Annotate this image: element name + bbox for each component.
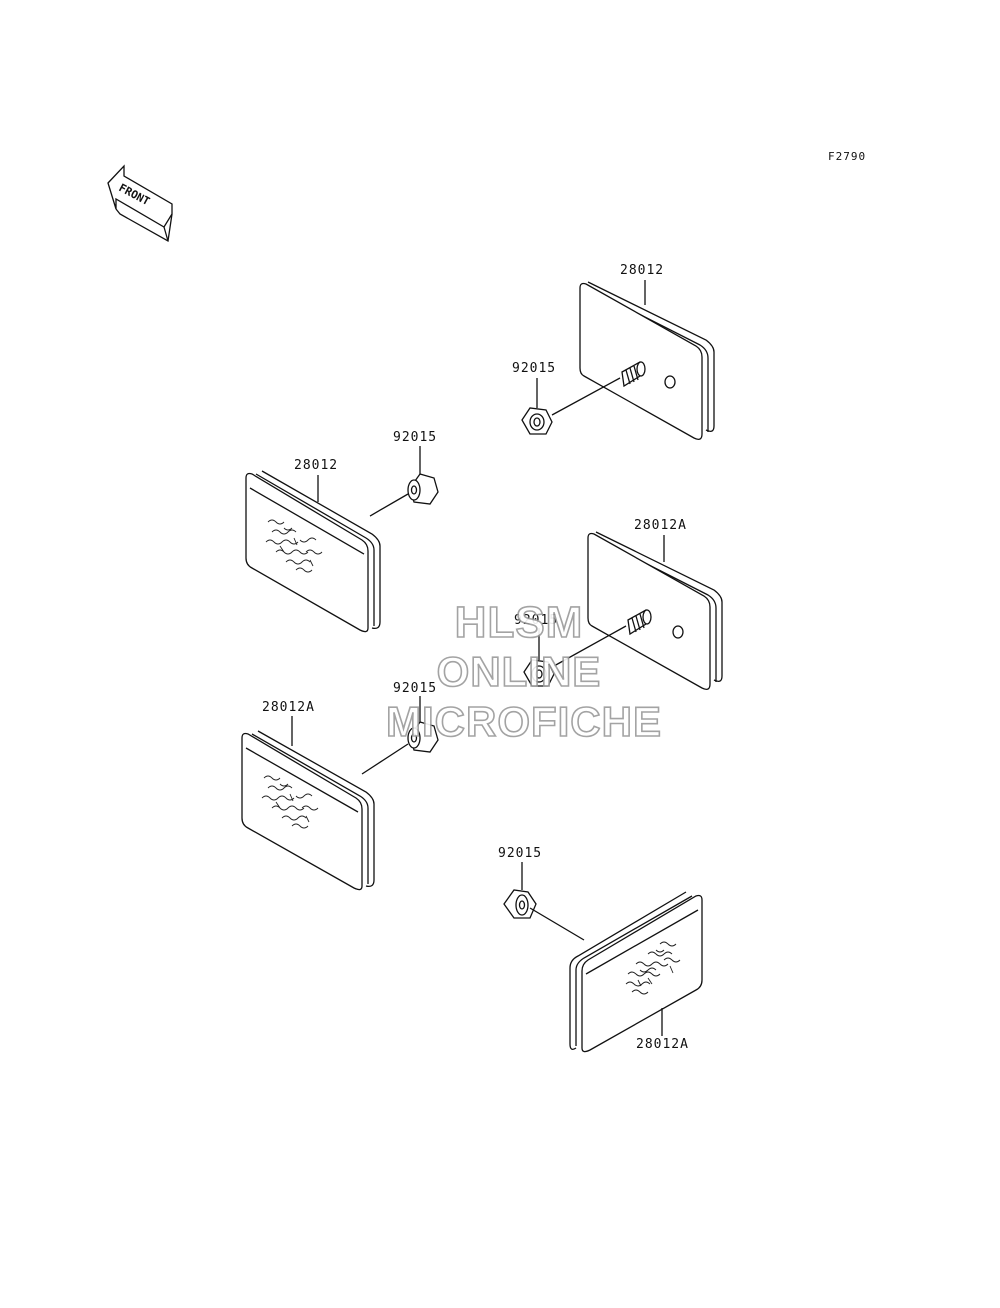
threaded-stud-icon — [627, 609, 652, 636]
reflector-28012A-bottom-right — [569, 891, 703, 1053]
label-28012A-bottom-right: 28012A — [636, 1037, 689, 1052]
label-28012-upper: 28012 — [620, 263, 664, 278]
label-92015-middle: 92015 — [514, 613, 558, 628]
nut-92015-middle — [523, 659, 555, 687]
front-direction-arrow-icon: FRONT — [107, 164, 173, 243]
label-92015-bottom-right: 92015 — [498, 846, 542, 861]
watermark-line-1: HLSM — [455, 598, 584, 647]
reflector-28012A-middle — [587, 531, 723, 690]
reflector-28012-upper — [579, 281, 715, 440]
nut-92015-bottom-right — [503, 889, 537, 919]
label-28012A-middle: 28012A — [634, 518, 687, 533]
nut-92015-upper — [521, 407, 553, 435]
watermark: HLSM ONLINE MICROFICHE — [385, 597, 662, 746]
label-28012-left: 28012 — [294, 458, 338, 473]
label-92015-upper: 92015 — [512, 361, 556, 376]
nut-92015-lower-left — [407, 721, 439, 753]
figure-reference-code: F2790 — [828, 150, 866, 163]
reflector-pattern-icon — [265, 519, 323, 573]
locating-pin-icon — [672, 625, 684, 639]
label-92015-left: 92015 — [393, 430, 437, 445]
watermark-line-2: ONLINE — [437, 648, 602, 695]
reflector-28012A-lower-left — [241, 730, 375, 891]
watermark-line-3: MICROFICHE — [386, 698, 662, 745]
locating-pin-icon — [664, 375, 676, 389]
reflector-28012-left — [245, 470, 381, 633]
reflector-pattern-icon — [625, 941, 681, 995]
label-28012A-lower-left: 28012A — [262, 700, 315, 715]
label-92015-lower-left: 92015 — [393, 681, 437, 696]
threaded-stud-icon — [621, 361, 646, 388]
reflector-pattern-icon — [261, 775, 319, 829]
nut-92015-left — [407, 473, 439, 505]
